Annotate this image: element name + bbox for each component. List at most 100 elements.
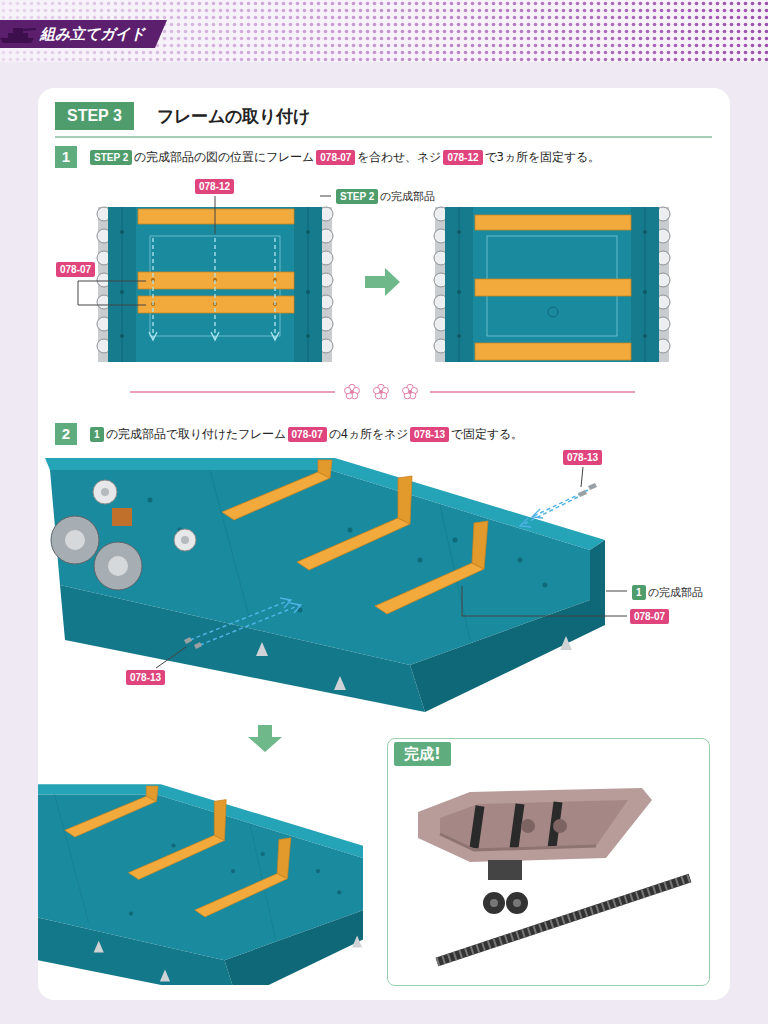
complete-panel: 完成! (387, 738, 710, 986)
finished-photo (387, 738, 710, 986)
header-band (0, 0, 768, 62)
finished-photo (521, 819, 535, 833)
part-number: 078-07 (630, 609, 669, 624)
chassis-figure-before (138, 296, 294, 313)
chassis-figure-perspective (93, 480, 117, 504)
reference-badge: STEP 2 (90, 150, 132, 165)
badge-text: 078-12 (447, 152, 478, 163)
title-underline (55, 137, 712, 138)
badge-text: 078-07 (320, 152, 351, 163)
chassis-figure-before (152, 238, 153, 338)
chassis-figure-result (38, 784, 363, 985)
chassis-figure-before (214, 238, 215, 338)
instruction-text: の完成部品 (380, 188, 435, 204)
chassis-figure-perspective (101, 488, 109, 496)
badge-text: STEP 3 (67, 107, 122, 124)
section-divider (374, 384, 389, 399)
header-band (0, 0, 768, 62)
finished-photo (474, 802, 558, 848)
part-number: 078-13 (126, 670, 165, 685)
leader-line (462, 586, 627, 616)
chassis-figure-perspective (65, 530, 85, 550)
finished-photo (440, 834, 596, 850)
chassis-figure-after (434, 207, 670, 362)
badge-text: 1 (636, 587, 642, 598)
leader-line (215, 196, 216, 234)
badge-text: 1 (94, 429, 100, 440)
finished-photo (418, 788, 652, 862)
section-divider (430, 391, 635, 393)
header-tank-icon (13, 28, 23, 33)
badge-text: 078-13 (130, 672, 161, 683)
header-tank-icon (0, 20, 40, 48)
screw-path (520, 509, 543, 527)
screw-path (184, 637, 202, 649)
chassis-figure-result (38, 784, 363, 985)
section-divider (345, 384, 360, 399)
badge-text: 1 (62, 148, 70, 165)
screw-path (184, 483, 597, 649)
chassis-figure-after (475, 215, 631, 230)
finished-photo (483, 892, 505, 914)
badge-text: 078-12 (199, 181, 230, 192)
part-number: 078-13 (410, 427, 449, 442)
chassis-figure-perspective (94, 542, 142, 590)
header-tank-icon (22, 29, 36, 30)
chassis-figure-perspective (45, 458, 605, 712)
finished-photo (387, 738, 710, 986)
instruction-line: STEP 2 の完成部品 (334, 188, 435, 204)
screw-path (200, 605, 300, 645)
step-arrow (248, 725, 282, 752)
badge-text: 2 (62, 425, 70, 442)
chassis-figure-before (138, 209, 294, 224)
chassis-figure-perspective (112, 508, 132, 526)
leader-line (156, 647, 186, 668)
part-number: 078-07 (288, 427, 327, 442)
step-label: STEP 3 (55, 102, 134, 130)
chassis-figure-before (149, 332, 279, 340)
chassis-figure-perspective (108, 556, 128, 576)
instruction-line: 1の完成部品で取り付けたフレーム078-07の4ヵ所をネジ078-13で固定する… (88, 426, 523, 442)
header-tank-icon (0, 20, 40, 48)
badge-text: 078-07 (292, 429, 323, 440)
part-number: 078-12 (443, 150, 482, 165)
finished-photo (490, 899, 498, 907)
badge-text: 組み立てガイド (40, 25, 145, 43)
chassis-figure-after (475, 343, 631, 360)
part-number: 078-13 (563, 450, 602, 465)
finished-photo (437, 878, 690, 962)
step-arrow (365, 268, 400, 296)
chassis-figure-before (138, 272, 294, 289)
badge-text: STEP 2 (340, 191, 374, 202)
leader-line (78, 281, 146, 305)
badge-text: 078-07 (60, 264, 91, 275)
chassis-figure-perspective (45, 458, 605, 712)
section-divider (130, 384, 635, 399)
header-tank-icon (8, 33, 28, 39)
step-number: 1 (55, 146, 77, 168)
instruction-text: の4ヵ所をネジ (329, 426, 408, 442)
part-number: 078-07 (316, 150, 355, 165)
reference-badge: 1 (90, 427, 104, 442)
finished-photo (513, 899, 521, 907)
leader-line (606, 591, 627, 592)
chassis-figure-before (274, 238, 275, 338)
section-divider (403, 384, 418, 399)
chassis-figure-after (475, 279, 631, 296)
instruction-text: で3ヵ所を固定する。 (485, 149, 600, 165)
part-number: 078-12 (195, 179, 234, 194)
finished-photo (440, 800, 628, 850)
reference-badge: 1 (632, 585, 646, 600)
leader-line (78, 196, 331, 305)
finished-photo (506, 892, 528, 914)
instruction-text: の完成部品 (648, 584, 703, 600)
finished-photo (437, 878, 690, 962)
badge-text: 完成! (394, 742, 451, 766)
chassis-figure-after (548, 307, 558, 317)
screw-path (190, 600, 290, 640)
leader-line (156, 467, 627, 668)
chassis-figure-perspective (174, 529, 196, 551)
instruction-text: を合わせ、ネジ (357, 149, 441, 165)
screw-path (522, 497, 578, 525)
